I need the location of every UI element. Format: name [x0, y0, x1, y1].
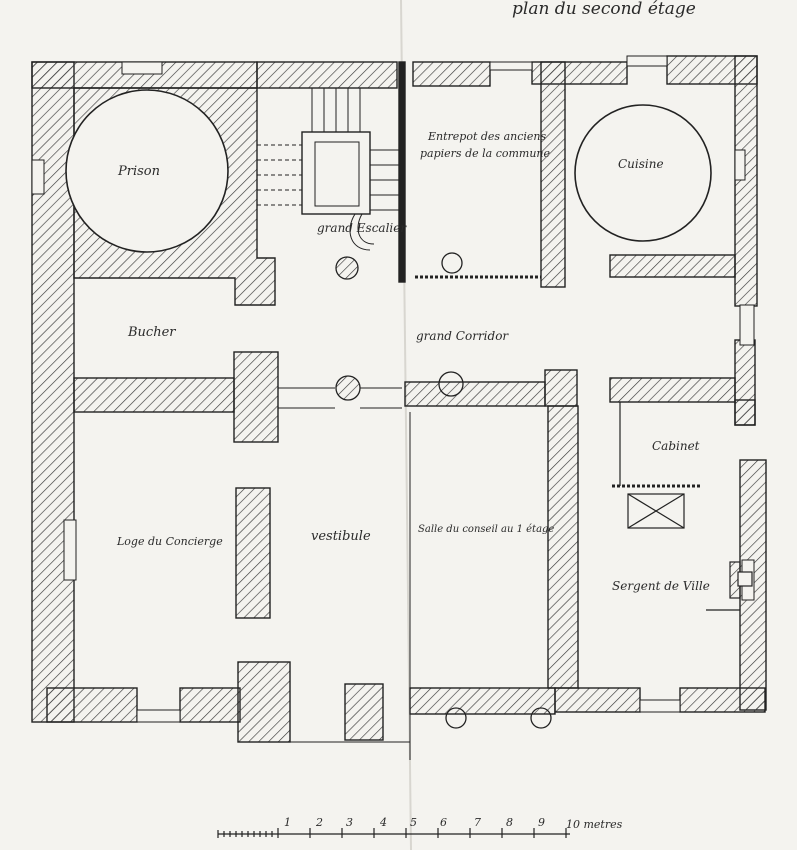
room-label-woodshed: Bucher	[127, 325, 176, 340]
scale-tick-label: 9	[538, 816, 545, 829]
plan-title: plan du second étage	[512, 0, 696, 19]
room-label-concierge: Loge du Concierge	[116, 535, 223, 548]
room-label-sergeant: Sergent de Ville	[612, 579, 710, 593]
room-label-archives-1: Entrepot des anciens	[427, 130, 546, 143]
grand-staircase	[257, 88, 399, 251]
room-label-archives-2: papiers de la commune	[420, 147, 551, 160]
scale-tick-label: 8	[506, 816, 513, 829]
room-label-kitchen: Cuisine	[618, 157, 664, 171]
room-label-stair: grand Escalier	[317, 221, 407, 235]
thresholds	[277, 275, 541, 409]
scale-bar	[217, 828, 570, 838]
scale-tick-label: 3	[346, 816, 353, 829]
cabinet-fixtures	[612, 402, 753, 611]
room-label-prison: Prison	[117, 164, 160, 179]
scale-tick-label: 7	[474, 816, 481, 829]
room-label-vestibule: vestibule	[311, 529, 371, 544]
prison-rotunda	[65, 89, 229, 253]
kitchen-rotunda	[574, 104, 712, 242]
scale-labels: 1 2 3 4 5 6 7 8 9 10 metres	[284, 816, 623, 831]
columns	[335, 252, 552, 729]
room-label-corridor: grand Corridor	[416, 329, 509, 343]
scale-tick-label: 4	[379, 816, 387, 829]
scale-tick-label: 5	[410, 816, 417, 829]
scale-tick-label: 1	[284, 816, 291, 829]
scale-tick-label: 10 metres	[566, 818, 623, 831]
vestibule-entrance	[290, 412, 411, 760]
scale-tick-label: 2	[315, 816, 323, 829]
room-label-cabinet: Cabinet	[652, 439, 700, 453]
room-label-council: Salle du conseil au 1 étage	[418, 524, 554, 535]
scale-tick-label: 6	[440, 816, 447, 829]
